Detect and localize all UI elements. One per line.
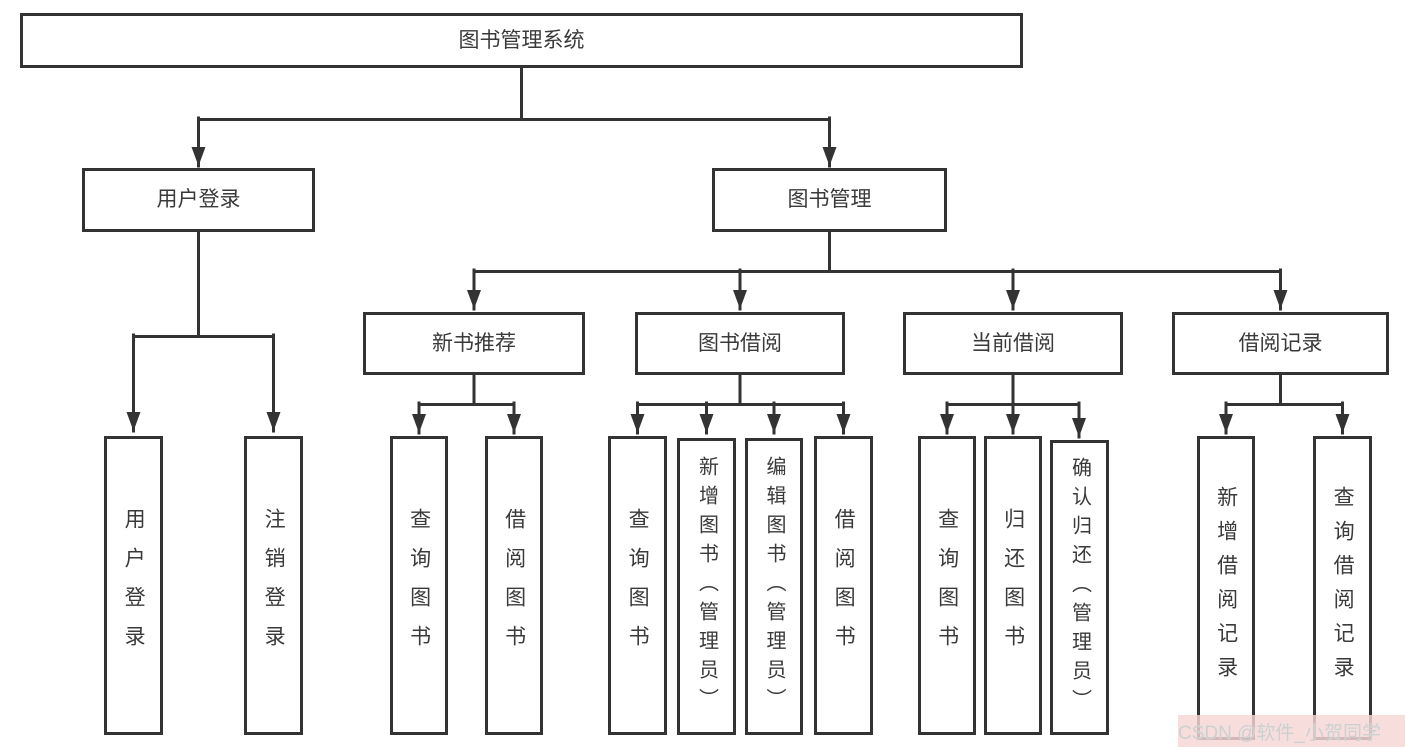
node-book-management: 图书管理 <box>712 168 947 232</box>
node-leaf-logout: 注销登录 <box>244 436 303 735</box>
node-leaf-borrow-book-1: 借阅图书 <box>485 436 543 735</box>
node-user-login: 用户登录 <box>82 168 315 232</box>
node-borrow-record: 借阅记录 <box>1172 312 1389 375</box>
node-leaf-query-book-2: 查询图书 <box>608 436 667 735</box>
node-book-borrow: 图书借阅 <box>635 312 845 375</box>
node-leaf-add-book-admin: 新增图书（管理员） <box>677 438 736 735</box>
node-leaf-return-book: 归还图书 <box>984 436 1042 735</box>
node-leaf-edit-book-admin: 编辑图书（管理员） <box>745 438 803 735</box>
csdn-watermark: CSDN @软件_小贺同学 <box>1178 715 1405 747</box>
node-leaf-confirm-return-admin: 确认归还（管理员） <box>1050 440 1109 735</box>
node-leaf-query-book-3: 查询图书 <box>918 436 976 735</box>
node-leaf-query-borrow-record: 查询借阅记录 <box>1313 436 1372 740</box>
node-leaf-add-borrow-record: 新增借阅记录 <box>1197 436 1255 740</box>
node-leaf-borrow-book-2: 借阅图书 <box>814 436 873 735</box>
node-new-book-recommend: 新书推荐 <box>363 312 585 375</box>
node-root: 图书管理系统 <box>20 13 1023 68</box>
node-leaf-user-login: 用户登录 <box>104 436 163 735</box>
node-current-borrow: 当前借阅 <box>903 312 1123 375</box>
node-leaf-query-book-1: 查询图书 <box>390 436 448 735</box>
